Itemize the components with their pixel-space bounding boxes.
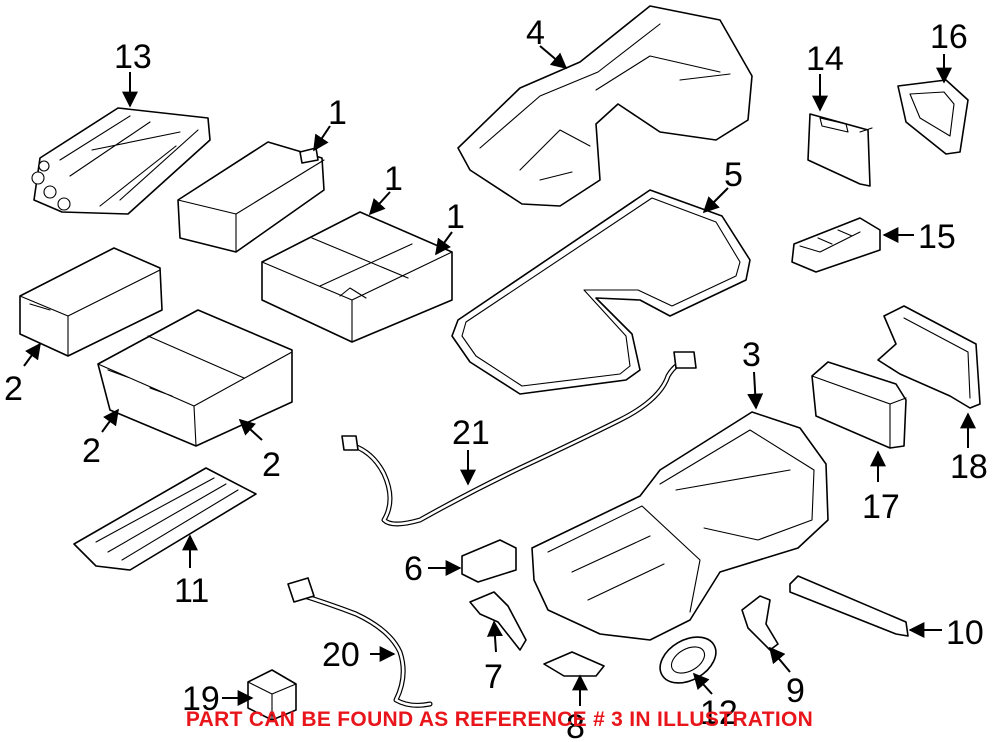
part-3-battery-tray [531, 411, 829, 641]
callout-18: 18 [950, 448, 988, 486]
part-18-support-bracket [877, 305, 981, 409]
callout-4: 4 [526, 14, 545, 52]
callout-2: 2 [4, 370, 23, 408]
part-7-bracket [469, 591, 527, 651]
part-5-seal-gasket [451, 189, 751, 395]
callout-14: 14 [806, 40, 844, 78]
part-19-plug [247, 669, 297, 721]
part-11-cooling-plate [73, 467, 257, 571]
part-12-plate [659, 636, 717, 684]
part-13-junction-box [31, 107, 211, 215]
callout-12: 12 [700, 694, 738, 732]
callout-3: 3 [742, 336, 761, 374]
part-4-upper-battery-cover [457, 5, 753, 207]
callout-17: 17 [862, 488, 900, 526]
callout-labels: 13 1 1 1 4 14 16 5 15 2 2 2 3 21 18 17 1… [4, 14, 988, 742]
part-20-cable [287, 577, 433, 708]
part-14-control-module [807, 113, 873, 187]
callout-8: 8 [566, 708, 585, 742]
callout-1: 1 [446, 198, 465, 236]
part-17-module [811, 361, 907, 449]
part-10-rail [789, 575, 909, 637]
callout-2: 2 [82, 432, 101, 470]
callout-21: 21 [452, 414, 490, 452]
callout-7: 7 [484, 658, 503, 696]
callout-19: 19 [182, 680, 220, 718]
part-6-clip [461, 539, 517, 583]
part-16-bracket [897, 79, 969, 155]
part-1-battery-module-upper [177, 141, 325, 253]
leader-lines [23, 45, 976, 706]
callout-20: 20 [322, 636, 360, 674]
callout-15: 15 [918, 218, 956, 256]
part-1-battery-module-pair [261, 211, 453, 343]
callout-6: 6 [404, 550, 423, 588]
part-9-bracket [741, 595, 779, 651]
part-2-battery-module-small [19, 247, 163, 357]
callout-9: 9 [786, 672, 805, 710]
callout-1: 1 [328, 94, 347, 132]
callout-2: 2 [262, 446, 281, 484]
part-15-connector [791, 217, 881, 273]
callout-5: 5 [724, 156, 743, 194]
callout-1: 1 [384, 160, 403, 198]
callout-16: 16 [930, 18, 968, 56]
part-21-wiring-harness [341, 351, 697, 527]
callout-11: 11 [174, 572, 209, 610]
part-8-clip [543, 651, 605, 677]
reference-note: PART CAN BE FOUND AS REFERENCE # 3 IN IL… [185, 708, 814, 731]
callout-13: 13 [114, 38, 152, 76]
part-2-battery-module-large [97, 309, 293, 447]
callout-10: 10 [946, 614, 984, 652]
